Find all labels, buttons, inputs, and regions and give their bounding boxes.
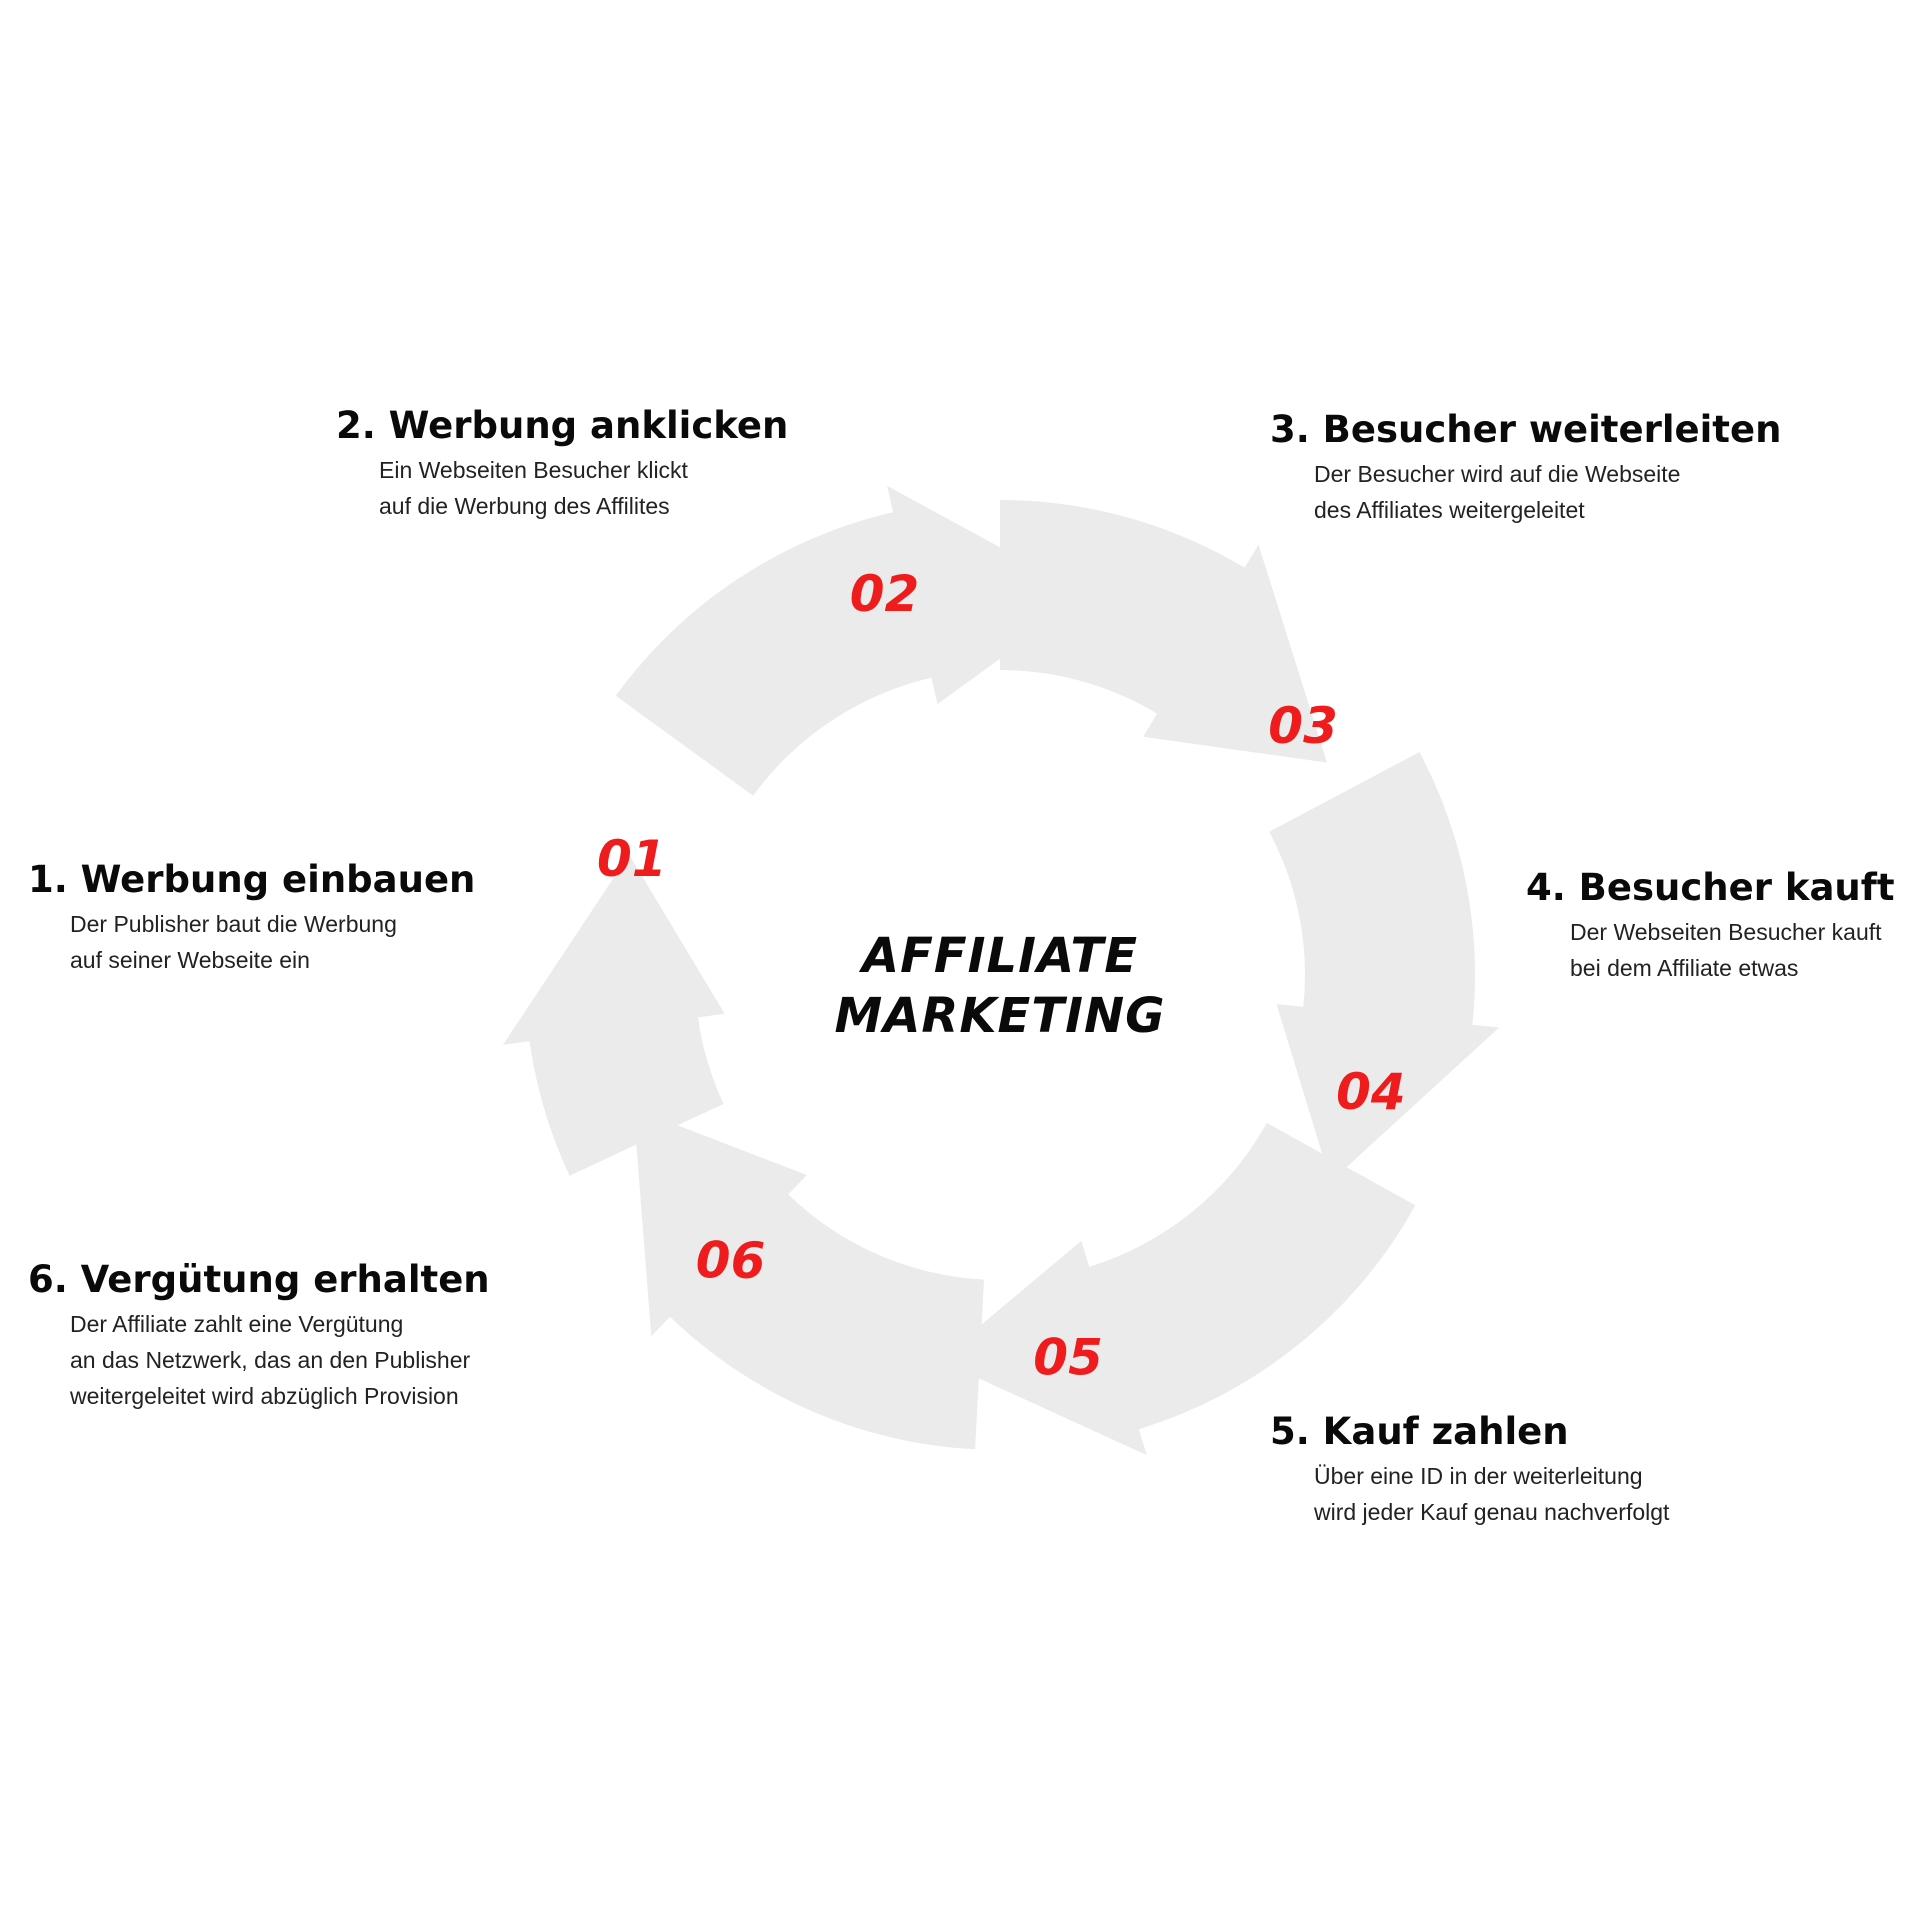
step-1-title: 1. Werbung einbauen xyxy=(28,858,476,901)
step-6-block: 6. Vergütung erhalten Der Affiliate zahl… xyxy=(28,1258,490,1414)
step-number-4: 04 xyxy=(1336,1063,1406,1121)
step-2-desc-line: auf die Werbung des Affilites xyxy=(379,493,670,519)
cycle-arrow-6 xyxy=(633,1108,984,1450)
step-5-description: Über eine ID in der weiterleitung wird j… xyxy=(1270,1458,1669,1530)
center-title-line2: MARKETING xyxy=(834,988,1165,1044)
step-4-block: 4. Besucher kauft Der Webseiten Besucher… xyxy=(1526,866,1895,986)
step-1-desc-line: auf seiner Webseite ein xyxy=(70,947,310,973)
step-3-desc-line: des Affiliates weitergeleitet xyxy=(1314,497,1585,523)
step-5-desc-line: Über eine ID in der weiterleitung xyxy=(1314,1463,1643,1489)
center-title-line1: AFFILIATE xyxy=(858,928,1138,984)
step-6-description: Der Affiliate zahlt eine Vergütung an da… xyxy=(28,1306,490,1414)
step-5-desc-line: wird jeder Kauf genau nachverfolgt xyxy=(1314,1499,1670,1525)
cycle-arrow-2 xyxy=(615,485,1088,796)
cycle-arrows xyxy=(502,485,1500,1456)
step-5-block: 5. Kauf zahlen Über eine ID in der weite… xyxy=(1270,1410,1669,1530)
step-4-title: 4. Besucher kauft xyxy=(1526,866,1895,909)
step-2-title: 2. Werbung anklicken xyxy=(336,404,789,447)
step-1-description: Der Publisher baut die Werbung auf seine… xyxy=(28,906,475,978)
step-6-title: 6. Vergütung erhalten xyxy=(28,1258,490,1301)
cycle-arrow-3 xyxy=(1000,500,1328,763)
step-4-desc-line: Der Webseiten Besucher kauft xyxy=(1570,919,1882,945)
step-number-5: 05 xyxy=(1033,1329,1103,1387)
step-number-2: 02 xyxy=(850,565,920,623)
step-3-title: 3. Besucher weiterleiten xyxy=(1270,408,1782,451)
step-3-desc-line: Der Besucher wird auf die Webseite xyxy=(1314,461,1681,487)
cycle-arrow-1 xyxy=(502,854,725,1176)
step-2-block: 2. Werbung anklicken Ein Webseiten Besuc… xyxy=(336,404,788,524)
cycle-arrow-5 xyxy=(939,1122,1416,1456)
cycle-arrow-4 xyxy=(1269,752,1500,1182)
step-4-description: Der Webseiten Besucher kauft bei dem Aff… xyxy=(1526,914,1895,986)
step-5-title: 5. Kauf zahlen xyxy=(1270,1410,1569,1453)
step-2-description: Ein Webseiten Besucher klickt auf die We… xyxy=(336,452,788,524)
step-6-desc-line: an das Netzwerk, das an den Publisher xyxy=(70,1347,471,1373)
step-2-desc-line: Ein Webseiten Besucher klickt xyxy=(379,457,688,483)
step-1-desc-line: Der Publisher baut die Werbung xyxy=(70,911,397,937)
step-3-description: Der Besucher wird auf die Webseite des A… xyxy=(1270,456,1781,528)
step-4-desc-line: bei dem Affiliate etwas xyxy=(1570,955,1799,981)
step-1-block: 1. Werbung einbauen Der Publisher baut d… xyxy=(28,858,475,978)
step-6-desc-line: weitergeleitet wird abzüglich Provision xyxy=(70,1383,459,1409)
step-3-block: 3. Besucher weiterleiten Der Besucher wi… xyxy=(1270,408,1781,528)
step-number-1: 01 xyxy=(597,830,667,888)
step-number-6: 06 xyxy=(696,1231,766,1289)
step-number-3: 03 xyxy=(1268,697,1338,755)
step-6-desc-line: Der Affiliate zahlt eine Vergütung xyxy=(70,1311,404,1337)
cycle-step-numbers: 01 02 03 04 05 06 xyxy=(597,565,1406,1387)
